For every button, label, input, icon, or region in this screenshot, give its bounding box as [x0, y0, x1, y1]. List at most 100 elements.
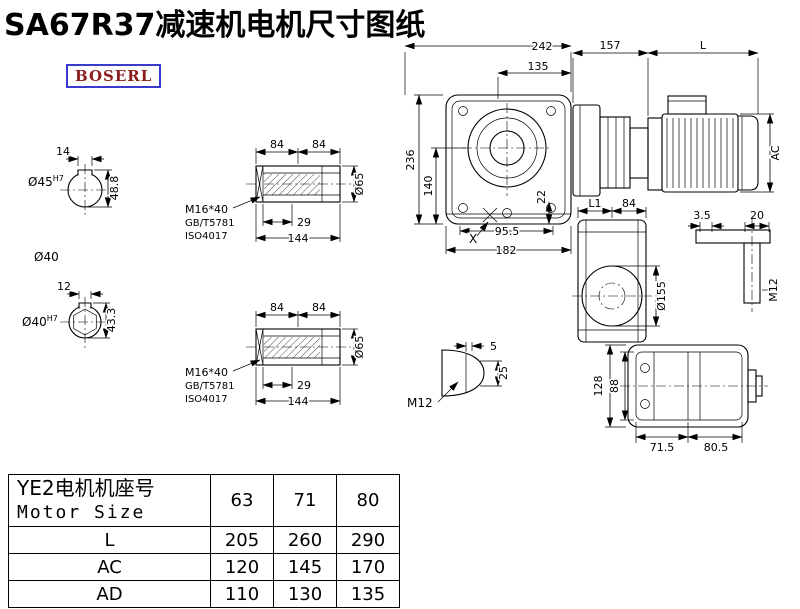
dim-keyway-depth-2: 43.3 — [105, 308, 118, 333]
bore-value-1: Ø45 — [28, 175, 53, 189]
dim-seg1-2: 84 — [270, 301, 284, 314]
standard-2a: GB/T5781 — [185, 381, 235, 392]
cell-AD-71: 130 — [273, 580, 337, 608]
dim-overall-height: 236 — [404, 150, 417, 171]
motor-body — [661, 113, 739, 193]
dim-dia-1: Ø65 — [353, 173, 366, 196]
bolt-hole — [640, 363, 650, 373]
gearbox-front-view: 242 135 236 140 22 95.5 182 X — [403, 39, 572, 259]
bolt-hole — [458, 203, 468, 213]
cooling-fins — [666, 118, 734, 188]
dim-stud-thread: M12 — [767, 278, 780, 302]
frame-size-63: 63 — [210, 474, 274, 527]
table-header-row: YE2电机机座号 Motor Size 63 71 80 — [8, 474, 400, 527]
dim-bottom-inner: 88 — [608, 379, 621, 393]
technical-drawing: 14 Ø45H7 48.8 Ø40 12 Ø40H7 43.3 — [21, 38, 784, 456]
dim-bolt-span: 95.5 — [495, 225, 520, 238]
hollow-shaft-view-1: 84 84 M16*40 GB/T5781 ISO4017 29 144 — [184, 137, 368, 247]
bolt-hole — [640, 399, 650, 409]
tap-thread-label: M12 — [407, 396, 433, 410]
dim-motor-length: L — [700, 39, 707, 52]
dim-gear-length: 157 — [600, 39, 621, 52]
dim-thread-len-1: 29 — [297, 216, 311, 229]
dim-key-width-2: 12 — [57, 280, 71, 293]
dim-key-depth: 5 — [490, 340, 497, 353]
shaft-cover-detail: 3.5 20 M12 — [688, 208, 782, 312]
page-title: SA67R37减速机电机尺寸图纸 — [4, 8, 426, 43]
dim-flange-dia: Ø155 — [655, 281, 668, 311]
table-row-AD: AD 110 130 135 — [8, 580, 400, 608]
cell-AC-63: 120 — [210, 553, 274, 581]
side-housing-outline — [577, 219, 647, 343]
motor-size-header-cell: YE2电机机座号 Motor Size — [8, 474, 211, 527]
dim-keyway-depth-1: 48.8 — [108, 176, 121, 201]
cell-AD-80: 135 — [336, 580, 400, 608]
dim-side-width: 84 — [622, 197, 636, 210]
cell-L-71: 260 — [273, 526, 337, 554]
frame-size-71: 71 — [273, 474, 337, 527]
dim-total-len-1: 144 — [288, 232, 309, 245]
hollow-shaft-view-2: 84 84 M16*40 GB/T5781 ISO4017 29 144 — [184, 300, 368, 410]
dim-l1: L1 — [588, 197, 601, 210]
standard-1b: ISO4017 — [185, 231, 228, 242]
dim-axis-height: 140 — [422, 176, 435, 197]
dim-flange-offset: 135 — [528, 60, 549, 73]
bore-tolerance-2: H7 — [47, 314, 58, 323]
motor-flange — [647, 117, 663, 191]
dim-bore-2: Ø40H7 — [22, 314, 58, 329]
standard-2b: ISO4017 — [185, 394, 228, 405]
header-label-en: Motor Size — [17, 502, 146, 523]
shaft-end-view-1: 14 Ø45H7 48.8 Ø40 — [27, 144, 123, 266]
dim-foot-height: 22 — [535, 190, 548, 204]
table-row-L: L 205 260 290 — [8, 526, 400, 554]
row-label-AD: AD — [8, 580, 211, 608]
bore-tolerance-1: H7 — [53, 174, 64, 183]
bolt-hole — [458, 106, 468, 116]
dim-total-len-2: 144 — [288, 395, 309, 408]
dim-gap: 3.5 — [693, 209, 711, 222]
motor-size-table: YE2电机机座号 Motor Size 63 71 80 L 205 260 2… — [8, 474, 400, 608]
thread-spec-2: M16*40 — [185, 366, 228, 379]
housing-outline — [445, 94, 572, 225]
motor-side-view: 157 L AC — [572, 38, 784, 197]
dim-key-width-1: 14 — [56, 145, 70, 158]
dim-overall-width: 242 — [532, 40, 553, 53]
dim-base-width: 182 — [496, 244, 517, 257]
cell-AD-63: 110 — [210, 580, 274, 608]
dim-bore-1: Ø45H7 — [28, 174, 64, 189]
bore-value-2: Ø40 — [22, 315, 47, 329]
header-label-cn: YE2电机机座号 — [17, 476, 155, 500]
dim-seg1-1: 84 — [270, 138, 284, 151]
fan-cover — [737, 115, 759, 191]
bolt-hole — [546, 106, 556, 116]
gearbox-bottom-view: 128 88 71.5 80.5 — [591, 344, 768, 456]
dim-dia-2: Ø65 — [353, 336, 366, 359]
dim-key-width: 25 — [497, 366, 510, 380]
row-label-AC: AC — [8, 553, 211, 581]
shaft-end-dome — [441, 349, 485, 397]
standard-1a: GB/T5781 — [185, 218, 235, 229]
dim-seg2-2: 84 — [312, 301, 326, 314]
gearbox-side-view: L1 84 Ø155 — [572, 196, 670, 343]
shaft-key-detail: 5 25 M12 — [406, 339, 512, 412]
dim-shaft-outer-dia: Ø40 — [34, 250, 59, 264]
cell-L-80: 290 — [336, 526, 400, 554]
brand-logo: BOSERL — [66, 64, 162, 88]
bolt-hole — [502, 208, 512, 218]
terminal-box — [667, 95, 707, 115]
dim-motor-height: AC — [769, 145, 782, 160]
dim-thread-len-2: 29 — [297, 379, 311, 392]
cell-L-63: 205 — [210, 526, 274, 554]
dim-seg2-1: 84 — [312, 138, 326, 151]
table-row-AC: AC 120 145 170 — [8, 553, 400, 581]
row-label-L: L — [8, 526, 211, 554]
dim-right-span: 80.5 — [704, 441, 729, 454]
dim-bottom-overall: 128 — [592, 376, 605, 397]
x-marker-label: X — [469, 232, 477, 246]
shaft-end-view-2: 12 Ø40H7 43.3 — [21, 279, 120, 348]
thread-spec-1: M16*40 — [185, 203, 228, 216]
gear-housing-profile — [572, 104, 601, 197]
dim-cover: 20 — [750, 209, 764, 222]
cover-plate — [695, 229, 771, 244]
